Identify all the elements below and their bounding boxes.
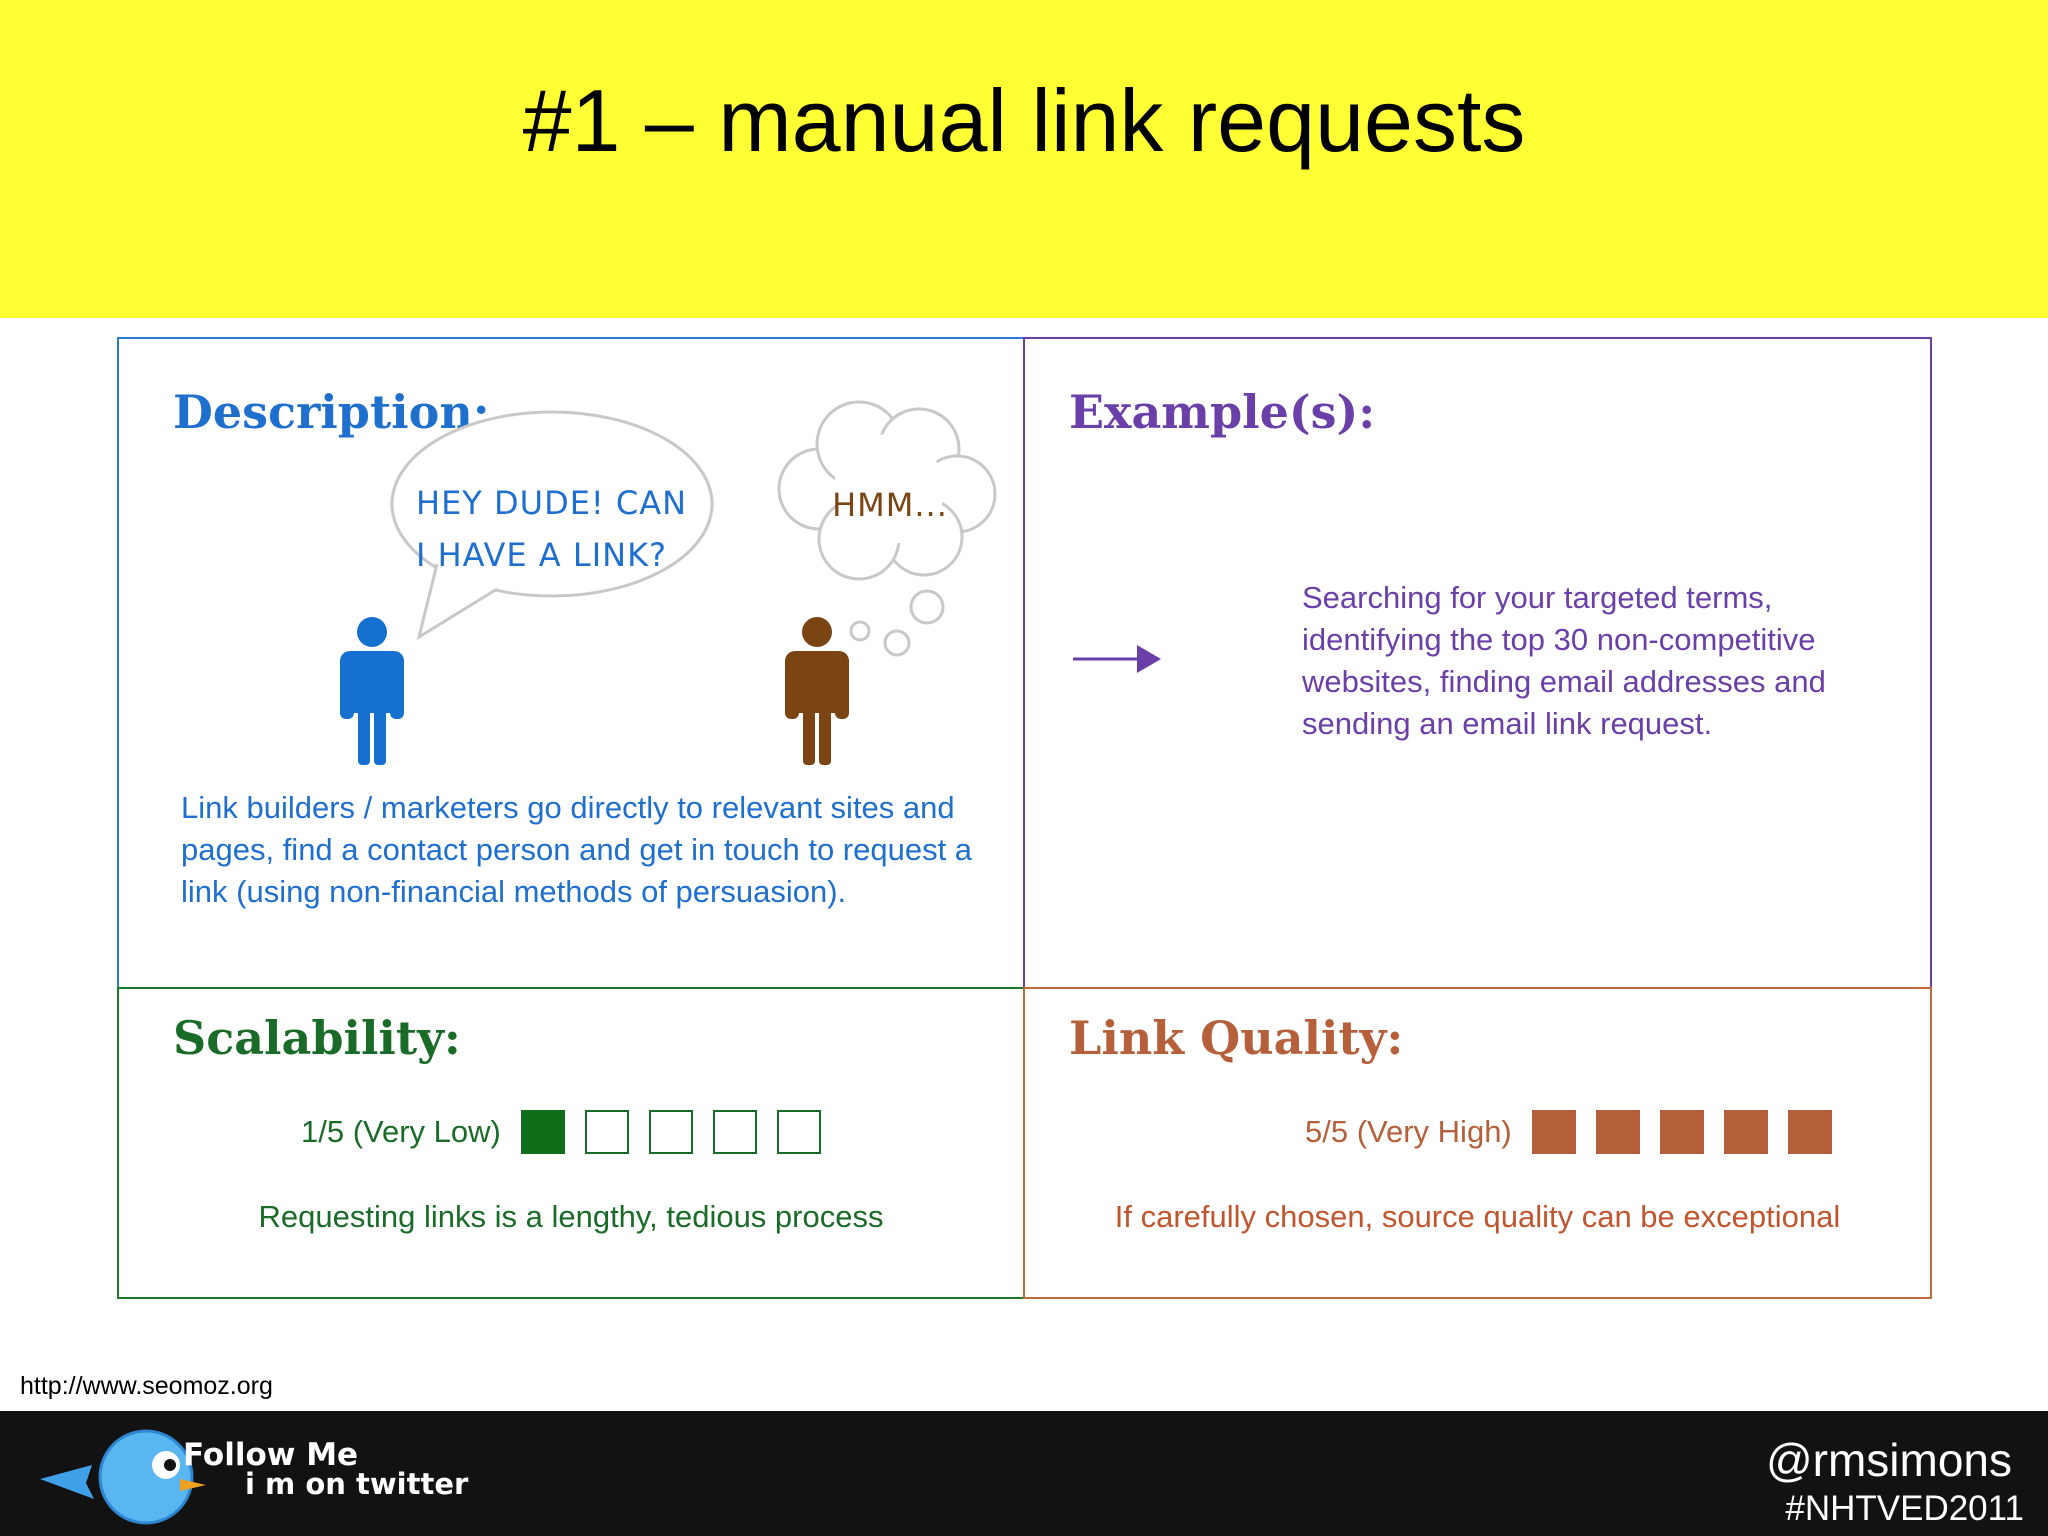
rating-box bbox=[1595, 1110, 1640, 1154]
thought-bubble-icon bbox=[777, 400, 997, 657]
title-banner: #1 – manual link requests bbox=[0, 0, 2048, 318]
thought-bubble-text: HMM... bbox=[832, 486, 948, 524]
follow-me-label[interactable]: Follow Me bbox=[183, 1437, 359, 1473]
rating-box bbox=[1787, 1110, 1832, 1154]
rating-box bbox=[776, 1110, 821, 1154]
arrow-right-icon bbox=[1073, 645, 1161, 673]
examples-heading: Example(s): bbox=[1069, 385, 1376, 439]
person-brown-icon bbox=[785, 617, 849, 765]
conversation-illustration bbox=[340, 400, 997, 765]
examples-body: Searching for your targeted terms, ident… bbox=[1302, 580, 1826, 741]
link-quality-rating: 5/5 (Very High) bbox=[1305, 1109, 1852, 1155]
rating-box bbox=[1531, 1110, 1576, 1154]
scalability-rating: 1/5 (Very Low) bbox=[301, 1109, 841, 1155]
twitter-label[interactable]: i m on twitter bbox=[245, 1467, 469, 1501]
link-quality-heading: Link Quality: bbox=[1069, 1011, 1404, 1065]
footer-bar: Follow Me i m on twitter @rmsimons #NHTV… bbox=[0, 1411, 2048, 1536]
scalability-note: Requesting links is a lengthy, tedious p… bbox=[258, 1199, 884, 1234]
source-link[interactable]: http://www.seomoz.org bbox=[20, 1372, 273, 1400]
speech-bubble-icon bbox=[390, 410, 714, 641]
rating-box bbox=[648, 1110, 693, 1154]
rating-label: 1/5 (Very Low) bbox=[301, 1114, 501, 1149]
rating-box bbox=[1659, 1110, 1704, 1154]
event-hashtag: #NHTVED2011 bbox=[1785, 1489, 2024, 1528]
link-quality-note: If carefully chosen, source quality can … bbox=[1114, 1199, 1841, 1234]
description-heading: Description: bbox=[173, 385, 490, 439]
link-quality-panel: Link Quality: 5/5 (Very High) If careful… bbox=[1023, 987, 1932, 1299]
rating-box bbox=[712, 1110, 757, 1154]
speech-bubble-text: HEY DUDE! CAN I HAVE A LINK? bbox=[416, 477, 736, 581]
rating-box bbox=[584, 1110, 629, 1154]
description-body: Link builders / marketers go directly to… bbox=[181, 790, 973, 909]
description-panel: Description: bbox=[117, 337, 1025, 989]
rating-box bbox=[520, 1110, 565, 1154]
speech-line: I HAVE A LINK? bbox=[416, 536, 668, 574]
person-blue-icon bbox=[340, 617, 404, 765]
twitter-handle: @rmsimons bbox=[1765, 1434, 2012, 1486]
speech-line: HEY DUDE! CAN bbox=[416, 484, 688, 522]
twitter-bird-icon[interactable] bbox=[36, 1427, 226, 1525]
rating-label: 5/5 (Very High) bbox=[1305, 1114, 1512, 1149]
examples-panel: Example(s): Searching for your targeted … bbox=[1023, 337, 1932, 989]
rating-box bbox=[1723, 1110, 1768, 1154]
scalability-panel: Scalability: 1/5 (Very Low) Requesting l… bbox=[117, 987, 1025, 1299]
link-method-grid: Description: bbox=[117, 337, 1932, 1299]
scalability-heading: Scalability: bbox=[173, 1011, 461, 1065]
slide-title: #1 – manual link requests bbox=[522, 71, 1526, 170]
